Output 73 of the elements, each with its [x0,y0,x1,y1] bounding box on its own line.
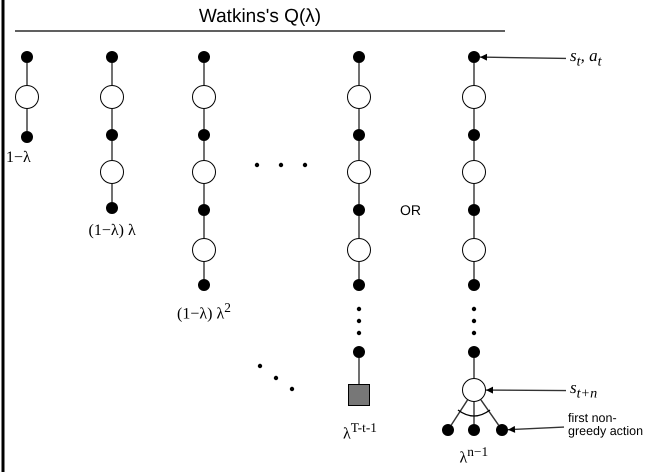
state-circle [462,160,486,184]
backup-line [358,358,360,384]
action-dot [353,204,365,216]
action-dot [198,51,210,63]
backup-line [203,109,205,129]
action-dot [468,346,480,358]
state-circle [462,378,486,402]
backup-line [111,109,113,129]
annotation-label: s$_{t}$, a$_{t}$ [570,46,602,72]
probability-label: λ$^{n−1}$ [460,443,488,468]
action-dot [353,279,365,291]
state-circle [192,85,216,109]
backup-line [473,216,475,238]
backup-line [26,63,28,85]
state-circle [192,238,216,262]
state-circle [347,238,371,262]
action-dot [468,129,480,141]
backup-line [111,141,113,160]
probability-label: 1−λ [6,149,31,167]
backup-line [358,141,360,160]
action-dot [21,51,33,63]
title: Watkins's Q(λ) [198,6,322,28]
backup-line [358,262,360,279]
action-dot [353,346,365,358]
action-dot [353,51,365,63]
state-circle [100,160,124,184]
backup-line [203,262,205,279]
action-dot [468,204,480,216]
backup-line [450,400,468,426]
backup-line [480,399,500,426]
backup-line [473,184,475,204]
backup-line [473,402,475,424]
state-circle [347,85,371,109]
annotation-label: s$_{t+n}$ [570,378,598,404]
backup-line [203,216,205,238]
backup-line [473,141,475,160]
backup-line [203,141,205,160]
backup-line [111,184,113,202]
backup-line [26,109,28,131]
backup-line [473,63,475,85]
state-circle [192,160,216,184]
state-circle [462,85,486,109]
arrow [486,386,566,394]
backup-line [358,63,360,85]
action-dot [496,424,508,436]
state-circle [347,160,371,184]
backup-line [111,63,113,85]
action-dot [468,51,480,63]
backup-line [358,109,360,129]
arrow [508,426,564,433]
backup-line [203,63,205,85]
action-dot [106,129,118,141]
action-dot [353,129,365,141]
state-circle [15,85,39,109]
state-circle [100,85,124,109]
probability-label: (1−λ) λ [88,222,136,240]
action-dot [198,204,210,216]
backup-line [473,109,475,129]
action-dot [106,51,118,63]
annotation-label: first non-greedy action [568,412,648,438]
backup-line [358,216,360,238]
probability-label: (1−λ) λ$^{2}$ [177,299,231,324]
state-circle [462,238,486,262]
backup-line [203,184,205,204]
action-dot [442,424,454,436]
action-dot [198,129,210,141]
backup-line [473,262,475,279]
action-dot [468,279,480,291]
backup-line [473,358,475,378]
backup-line [358,184,360,204]
probability-label: λ$^{T-t-1}$ [343,419,377,444]
arrow [480,54,566,61]
choice-label: OR [400,202,421,218]
